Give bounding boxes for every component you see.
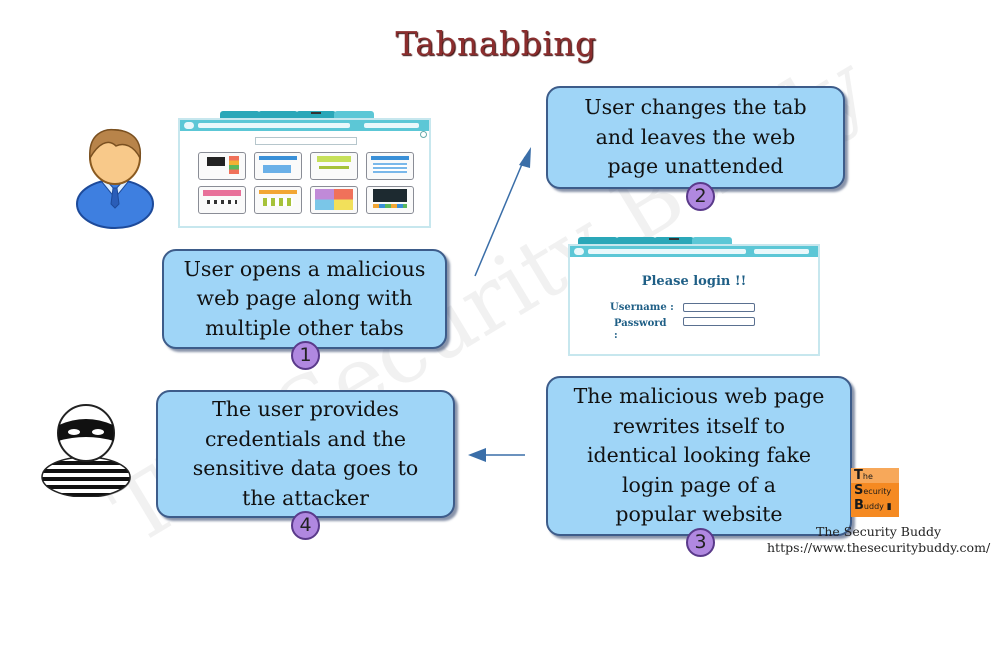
nav-buttons-icon (184, 122, 194, 129)
browser-tab (616, 237, 656, 244)
browser-with-speed-dial-tabs (178, 111, 431, 228)
username-label: Username : (610, 302, 674, 313)
browser-tab (334, 111, 374, 118)
arrow-step1-to-step2 (474, 147, 531, 277)
step-1-badge: 1 (291, 341, 320, 370)
password-label: Password (614, 318, 667, 329)
username-input[interactable] (683, 303, 755, 312)
logo-line: Buddy ▮ (854, 498, 892, 513)
step-2-line: User changes the tab (584, 95, 807, 120)
step-4-line: The user provides (212, 397, 399, 421)
step-4-line: credentials and the (204, 426, 407, 451)
step-1-line: User opens a malicious (183, 256, 426, 281)
step-4-box: The user provides credentials and the se… (156, 390, 455, 518)
step-3-line: login page of a (621, 472, 777, 497)
browser-address-bar (180, 120, 429, 131)
step-3-line: The malicious web page (573, 384, 825, 409)
url-field (198, 123, 350, 128)
step-3-badge: 3 (686, 528, 715, 557)
browser-tab (578, 237, 618, 244)
step-2-line: page unattended (607, 154, 784, 179)
step-3-line: identical looking fake (586, 443, 811, 468)
tab-thumbnail (310, 152, 358, 180)
step-4-line: the attacker (242, 485, 369, 510)
step-1-box: User opens a malicious web page along wi… (162, 249, 447, 349)
user-businessman-icon (76, 128, 154, 229)
step-3-line: rewrites itself to (613, 413, 785, 438)
step-2-line: and leaves the web (595, 124, 796, 149)
browser-tab-strip (220, 111, 380, 120)
fake-login-heading: Please login !! (641, 274, 747, 289)
footer-brand: The Security Buddy (816, 524, 942, 539)
step-2-badge: 2 (686, 182, 715, 211)
step-3-line: popular website (615, 502, 783, 527)
speed-dial-search (255, 137, 357, 145)
step-1-line: web page along with (196, 286, 413, 311)
browser-with-fake-login: Please login !! Username : Password : (568, 237, 820, 356)
step-1-line: multiple other tabs (205, 315, 404, 340)
browser-address-bar (570, 246, 818, 257)
password-input[interactable] (683, 317, 755, 326)
footer-url[interactable]: https://www.thesecuritybuddy.com/ (767, 540, 991, 555)
step-3-box: The malicious web page rewrites itself t… (546, 376, 852, 536)
nav-buttons-icon (574, 248, 584, 255)
browser-tab-active (296, 111, 336, 118)
step-4-line: sensitive data goes to (192, 456, 419, 480)
tab-thumbnail (310, 186, 358, 214)
browser-tab-strip (578, 237, 738, 246)
tab-thumbnail (366, 186, 414, 214)
password-label-colon: : (614, 330, 618, 341)
masked-thief-icon (41, 404, 131, 497)
browser-tab (220, 111, 260, 118)
arrow-step3-to-step4 (468, 448, 525, 462)
search-field (754, 249, 809, 254)
logo-line: Security (854, 483, 892, 498)
tab-thumbnail (254, 152, 302, 180)
url-field (588, 249, 746, 254)
diagram-title: Tabnabbing (395, 24, 597, 63)
step-4-badge: 4 (291, 511, 320, 540)
browser-tab-active (654, 237, 694, 244)
tab-thumbnail (198, 152, 246, 180)
tab-thumbnail (366, 152, 414, 180)
security-buddy-logo: The Security Buddy ▮ (851, 468, 899, 517)
tab-thumbnail (254, 186, 302, 214)
browser-tab (258, 111, 298, 118)
logo-line: The (854, 468, 873, 483)
browser-tab (692, 237, 732, 244)
step-2-box: User changes the tab and leaves the web … (546, 86, 845, 189)
tab-thumbnail (198, 186, 246, 214)
refresh-icon (420, 131, 427, 138)
search-field (364, 123, 419, 128)
